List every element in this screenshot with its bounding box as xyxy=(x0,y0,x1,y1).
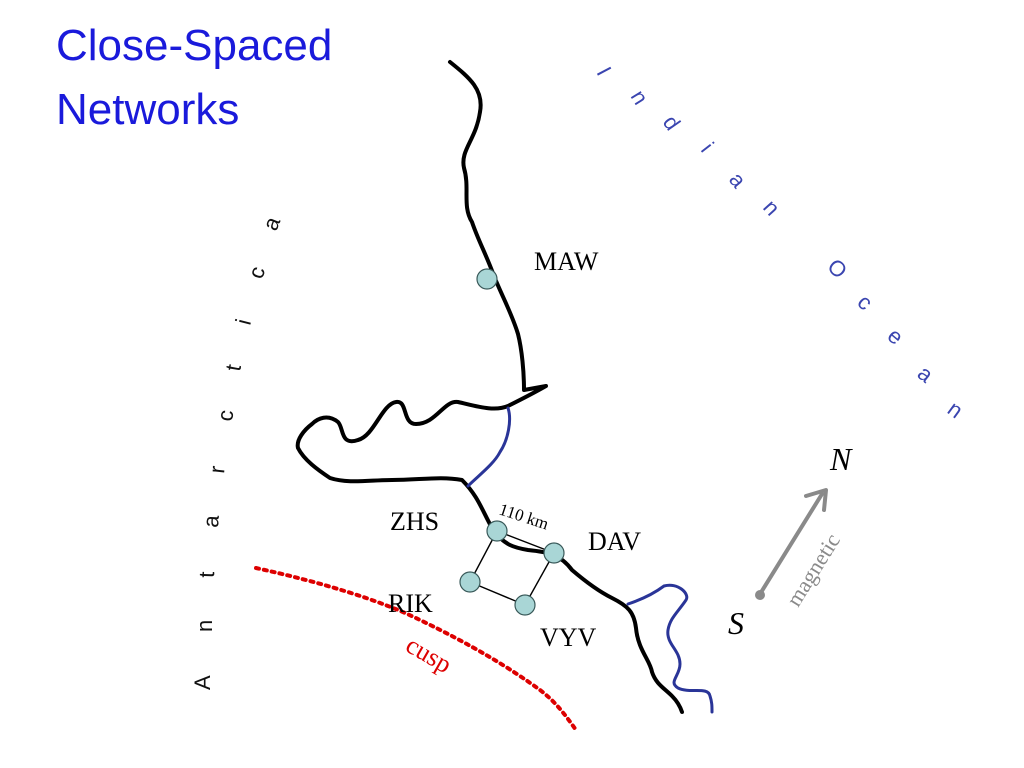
station-vyv-label: VYV xyxy=(540,623,597,652)
station-zhs-marker xyxy=(486,520,508,542)
station-dav-label: DAV xyxy=(588,527,641,556)
compass-origin-dot xyxy=(755,590,765,600)
title-line-1: Close-Spaced xyxy=(56,21,333,70)
antarctica-letter: r xyxy=(204,465,230,475)
ocean-letter: e xyxy=(883,323,908,350)
compass-north-label: N xyxy=(829,441,853,477)
ocean-letter: c xyxy=(853,289,878,315)
station-rik-label: RIK xyxy=(388,589,433,618)
antarctica-letter: a xyxy=(198,514,224,529)
compass: N S magnetic xyxy=(728,441,853,641)
compass-arrow-shaft xyxy=(758,492,824,596)
ocean-letter: n xyxy=(758,195,785,221)
ocean-letter: n xyxy=(943,396,968,423)
antarctica-label: A n t a r c t i c a xyxy=(190,212,286,690)
cusp-line xyxy=(254,566,578,732)
ocean-letter: n xyxy=(626,85,654,109)
station-rik-marker xyxy=(459,571,481,593)
station-dav-marker xyxy=(543,542,565,564)
antarctica-letter: c xyxy=(212,408,238,422)
ocean-letter: a xyxy=(913,360,939,388)
ice-boundary-upper xyxy=(466,406,512,488)
antarctica-letter: c xyxy=(243,263,270,281)
station-zhs-label: ZHS xyxy=(390,507,439,536)
coastline xyxy=(295,60,684,714)
compass-south-label: S xyxy=(728,605,744,641)
ice-boundary-lower xyxy=(626,583,714,714)
antarctica-letter: t xyxy=(220,362,246,372)
antarctica-letter: i xyxy=(231,316,256,327)
antarctica-letter: n xyxy=(192,620,217,632)
ocean-letter: O xyxy=(823,254,853,284)
indian-ocean-label: I n d i a n O c e a n xyxy=(592,63,968,424)
ocean-letter: i xyxy=(696,138,719,157)
stations xyxy=(459,268,565,616)
station-maw-marker xyxy=(476,268,498,290)
station-maw-label: MAW xyxy=(534,247,599,276)
cusp-label: cusp xyxy=(401,630,457,679)
station-network xyxy=(469,530,555,606)
antarctica-letter: a xyxy=(257,212,285,233)
compass-arrow-head xyxy=(804,488,828,512)
page-title: Close-Spaced Networks xyxy=(56,14,332,142)
title-line-2: Networks xyxy=(56,85,240,134)
antarctica-letter: t xyxy=(194,571,219,578)
ocean-letter: a xyxy=(724,167,752,193)
antarctica-letter: A xyxy=(190,675,215,690)
station-vyv-marker xyxy=(514,594,536,616)
ocean-letter: d xyxy=(658,111,686,135)
ocean-letter: I xyxy=(592,63,617,80)
